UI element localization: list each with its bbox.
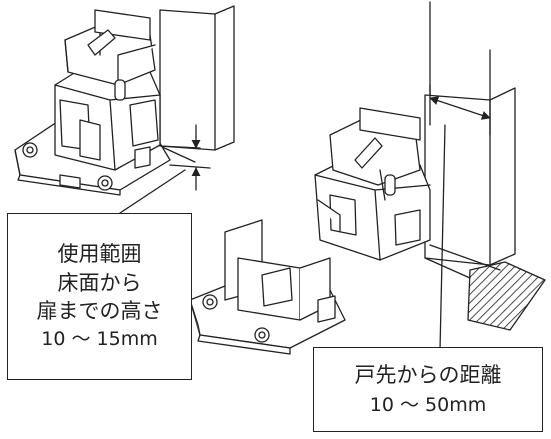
floor-hatch (467, 261, 546, 331)
usage-range-label: 使用範囲 床面から 扉までの高さ 10 ～ 15mm (7, 213, 192, 380)
usage-range-line3: 扉までの高さ (36, 298, 163, 323)
stopper-base-plate (189, 219, 346, 355)
gap-dimension (429, 84, 491, 351)
height-dimension (119, 124, 211, 214)
stopper-head-right (314, 107, 431, 261)
door-edge-distance-title: 戸先からの距離 (354, 362, 502, 387)
door-edge-distance-label: 戸先からの距離 10 ～ 50mm (313, 347, 543, 432)
door-panel-right (424, 1, 516, 279)
stopper-assembled-upper (14, 9, 171, 196)
usage-range-line2: 床面から (57, 270, 142, 295)
door-edge-distance-value: 10 ～ 50mm (369, 393, 487, 416)
usage-range-title: 使用範囲 (57, 242, 142, 267)
door-panel-left (159, 5, 235, 163)
usage-range-value: 10 ～ 15mm (41, 328, 158, 351)
